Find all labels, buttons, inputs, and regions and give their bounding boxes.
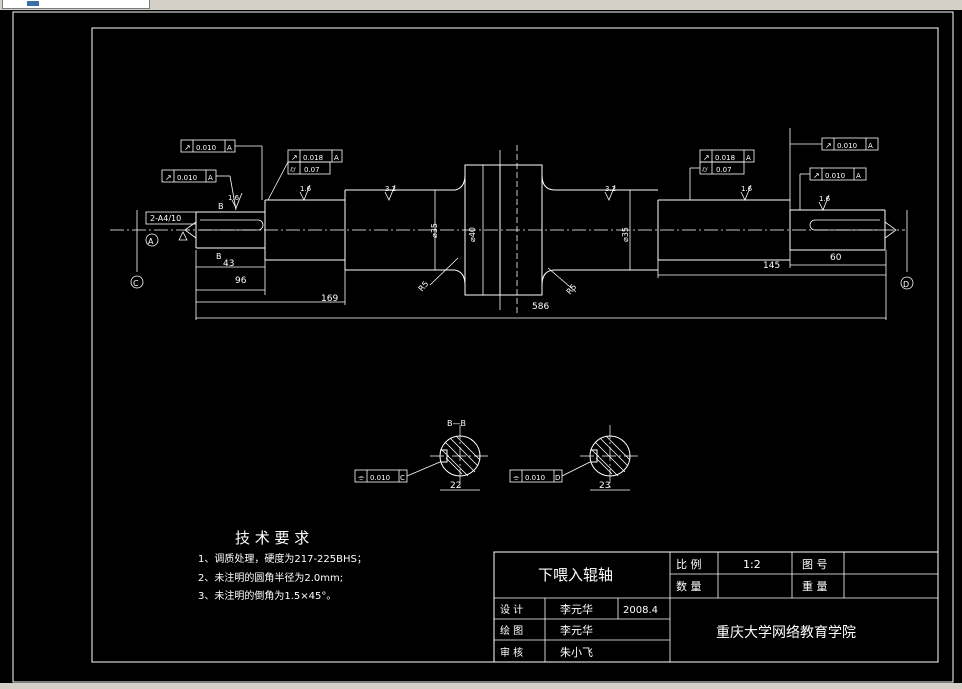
- drawing-no-label: 图 号: [802, 558, 828, 571]
- svg-text:⌭: ⌭: [702, 165, 708, 174]
- svg-text:C: C: [400, 474, 405, 482]
- section-b-bottom: B: [216, 252, 222, 261]
- drafter-name: 李元华: [560, 623, 593, 637]
- svg-text:1.6: 1.6: [819, 195, 831, 203]
- svg-text:0.010: 0.010: [177, 174, 197, 182]
- section-bb-width: 22: [450, 481, 461, 491]
- svg-text:0.07: 0.07: [716, 166, 732, 174]
- drawing-label: 绘 图: [500, 624, 523, 637]
- section-bb-label: B—B: [447, 419, 466, 428]
- part-name: 下喂入辊轴: [538, 566, 613, 584]
- svg-text:3.2: 3.2: [385, 185, 396, 193]
- scale-value: 1:2: [743, 558, 761, 571]
- shaft-main-view: [110, 145, 905, 315]
- dim-586: 586: [532, 302, 549, 312]
- svg-text:A: A: [746, 154, 751, 162]
- svg-text:↗: ↗: [165, 173, 172, 182]
- drawing-tab-icon: [27, 1, 39, 6]
- dim-169: 169: [321, 294, 338, 304]
- svg-text:3.2: 3.2: [605, 185, 616, 193]
- tech-req-2: 2、未注明的圆角半径为2.0mm;: [198, 571, 343, 584]
- section-view-dd: 23 ⌯ 0.010 D: [509, 425, 640, 491]
- phi35-right-label: ⌀35: [621, 227, 630, 242]
- title-block: 下喂入辊轴 比 例 1:2 图 号 数 量 重 量 设 计 李元华 2008.4…: [493, 551, 939, 663]
- svg-text:0.010: 0.010: [196, 144, 216, 152]
- dim-96: 96: [235, 276, 247, 286]
- center-hole-label: 2-A4/10: [150, 214, 181, 223]
- svg-text:↗: ↗: [813, 171, 820, 180]
- drawing-canvas[interactable]: ⌀35 ⌀40 ⌀35 R5 R5 43 96 169 586 145 60 2…: [0, 10, 962, 683]
- svg-text:0.010: 0.010: [837, 142, 857, 150]
- svg-text:0.010: 0.010: [370, 474, 390, 482]
- datum-d: D: [903, 280, 909, 289]
- tech-req-1: 1、调质处理，硬度为217-225BHS；: [198, 552, 367, 565]
- section-b-top: B: [218, 202, 224, 211]
- svg-text:0.07: 0.07: [304, 166, 320, 174]
- window-top-bar: [0, 0, 962, 10]
- institution-name: 重庆大学网络教育学院: [716, 625, 856, 641]
- drawing-date: 2008.4: [623, 605, 658, 616]
- review-label: 审 核: [500, 646, 523, 659]
- drawing-tab[interactable]: [2, 0, 150, 9]
- svg-text:⌯: ⌯: [358, 473, 365, 482]
- svg-text:0.018: 0.018: [715, 154, 735, 162]
- roughness-marks: 1.6 1.6 3.2 3.2 1.6 1.6: [228, 184, 831, 211]
- svg-text:↗: ↗: [825, 141, 832, 150]
- svg-text:D: D: [555, 474, 560, 482]
- r5-left-label: R5: [417, 279, 431, 293]
- svg-text:A: A: [208, 174, 213, 182]
- weight-label: 重 量: [802, 579, 828, 593]
- phi35-left-label: ⌀35: [430, 223, 439, 238]
- outer-frame: [12, 11, 954, 683]
- svg-text:A: A: [334, 154, 339, 162]
- section-dd-width: 23: [599, 481, 610, 491]
- svg-text:A: A: [868, 142, 873, 150]
- svg-text:1.6: 1.6: [228, 194, 240, 202]
- designer-name: 李元华: [560, 602, 593, 616]
- dim-60: 60: [830, 253, 842, 263]
- tech-requirements: 技 术 要 求 1、调质处理，硬度为217-225BHS； 2、未注明的圆角半径…: [198, 529, 367, 602]
- dim-43: 43: [223, 259, 234, 269]
- svg-text:⌯: ⌯: [513, 473, 520, 482]
- svg-text:⌭: ⌭: [290, 165, 296, 174]
- svg-text:↗: ↗: [703, 153, 710, 162]
- svg-text:↗: ↗: [184, 143, 191, 152]
- svg-text:0.018: 0.018: [303, 154, 323, 162]
- svg-text:↗: ↗: [291, 153, 298, 162]
- svg-text:1.6: 1.6: [300, 185, 312, 193]
- tech-req-title: 技 术 要 求: [235, 529, 309, 547]
- phi40-label: ⌀40: [468, 227, 477, 242]
- diameter-dims: ⌀35 ⌀40 ⌀35: [430, 165, 631, 295]
- datum-a: A: [148, 237, 154, 246]
- reviewer-name: 朱小飞: [560, 646, 593, 659]
- svg-text:A: A: [227, 144, 232, 152]
- datum-c: C: [133, 279, 139, 288]
- svg-text:1.6: 1.6: [741, 185, 753, 193]
- dim-145: 145: [763, 261, 780, 271]
- svg-text:0.010: 0.010: [525, 474, 545, 482]
- scale-label: 比 例: [676, 557, 702, 571]
- tech-req-3: 3、未注明的倒角为1.5×45°。: [198, 589, 336, 602]
- section-view-bb: B—B 22 ⌯ 0.010 C: [354, 419, 490, 491]
- length-dims: 43 96 169 586 145 60: [195, 250, 887, 320]
- quantity-label: 数 量: [676, 580, 702, 593]
- svg-text:0.010: 0.010: [825, 172, 845, 180]
- window-bottom-bar: [0, 683, 962, 689]
- design-label: 设 计: [500, 603, 523, 616]
- svg-text:A: A: [856, 172, 861, 180]
